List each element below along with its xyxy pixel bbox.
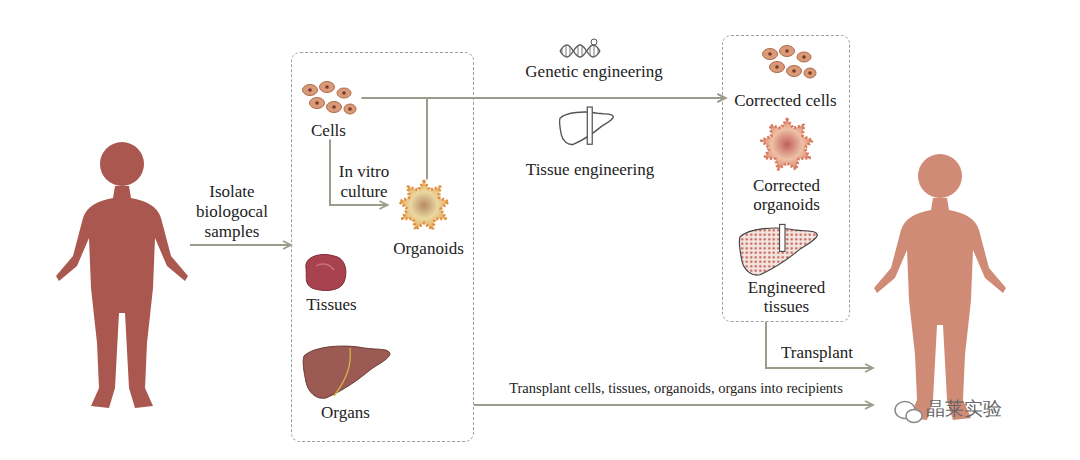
flow-arrow xyxy=(427,98,726,180)
tissue-highlight xyxy=(316,264,334,270)
node-label: Corrected cells xyxy=(726,91,846,110)
cells-node: Cells xyxy=(296,76,362,140)
tissues-node: Tissues xyxy=(296,252,368,314)
recipient-figure xyxy=(874,154,1006,420)
dna-icon xyxy=(560,39,600,57)
corrected-organoid-icon xyxy=(761,119,812,169)
corrected-organoids-node: Corrected organoids xyxy=(733,118,841,214)
donor-figure xyxy=(56,142,188,408)
source-group: CellsOrganoidsTissuesOrgans xyxy=(291,52,474,442)
engineered-liver-icon xyxy=(739,224,817,275)
tissue-icon xyxy=(306,255,346,291)
corrected-group: Corrected cellsCorrected organoidsEngine… xyxy=(722,35,850,322)
node-label: Tissues xyxy=(296,295,368,314)
cells-icon xyxy=(303,82,357,115)
corrected-cells-node: Corrected cells xyxy=(726,40,846,110)
process-label: Tissue engineering xyxy=(498,160,682,180)
engineered-tissues-node: Engineered tissues xyxy=(733,222,841,316)
watermark: 晶莱实验 xyxy=(926,398,1046,418)
organs-node: Organs xyxy=(298,340,394,422)
flow-arrow xyxy=(474,404,873,406)
node-label: Organs xyxy=(298,403,394,422)
edge-label: In vitro culture xyxy=(334,162,394,202)
edge-label: Genetic engineering xyxy=(494,62,694,82)
node-label: Corrected organoids xyxy=(733,176,841,214)
donor-node xyxy=(55,140,190,412)
liver-icon xyxy=(303,346,390,398)
scaffold-icon xyxy=(559,107,613,144)
node-label: Engineered tissues xyxy=(733,278,841,316)
organoid-icon xyxy=(399,181,448,230)
node-label: Cells xyxy=(296,121,362,140)
edge-label: Isolate biologocal samples xyxy=(186,182,278,242)
recipient-node xyxy=(873,160,1008,432)
edge-label: Transplant xyxy=(772,343,862,363)
corrected-cells-icon xyxy=(763,46,817,79)
node-label: Organoids xyxy=(388,239,470,258)
edge-label: Transplant cells, tissues, organoids, or… xyxy=(474,378,878,398)
flow-arrow xyxy=(766,322,873,368)
watermark-icon xyxy=(895,402,922,423)
flow-arrow xyxy=(190,244,291,246)
organoids-node: Organoids xyxy=(388,180,470,258)
